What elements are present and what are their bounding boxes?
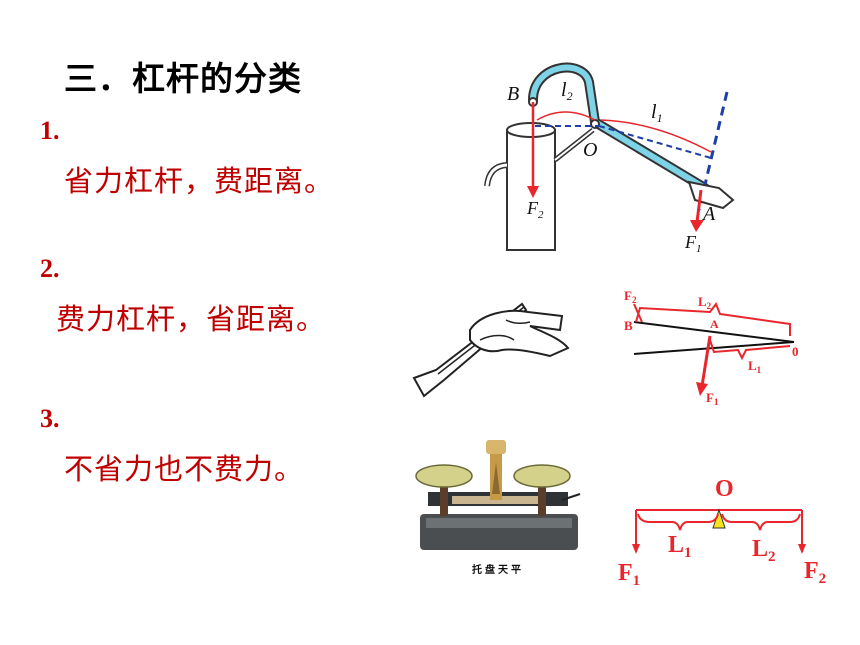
svg-text:F2: F2 (804, 558, 826, 587)
item-2-text: 费力杠杆，省距离。 (56, 302, 327, 336)
svg-text:A: A (710, 317, 719, 331)
tweezer-label-f2: F (624, 288, 632, 303)
tweezer-label-a: A (710, 317, 719, 331)
tweezer-label-f1: F (706, 390, 714, 405)
tweezer-label-l2: L (698, 294, 707, 309)
item-1-text: 省力杠杆，费距离。 (64, 164, 335, 198)
pump-label-a: A (701, 203, 716, 225)
svg-text:L2: L2 (752, 536, 776, 565)
l2-brace (536, 111, 596, 121)
svg-text:F2: F2 (526, 198, 544, 221)
svg-text:F1: F1 (706, 390, 719, 407)
pump-label-f1: F (684, 232, 697, 252)
svg-text:A: A (701, 203, 716, 225)
tweezer-label-o: 0 (792, 344, 799, 359)
svg-text:F2: F2 (624, 288, 637, 305)
svg-text:l1: l1 (651, 101, 663, 125)
balance-pan-left (415, 464, 473, 488)
balance-label-o: O (715, 476, 734, 502)
equal-arm-lever-diagram: O L1 L2 F1 F2 (618, 476, 826, 589)
svg-text:O: O (583, 139, 597, 161)
pump-label-o: O (583, 139, 597, 161)
tweezer-label-l1: L (748, 358, 757, 373)
pump-label-l2-sub: 2 (567, 89, 573, 103)
l1-brace (600, 119, 712, 153)
tweezer-label-b: B (624, 318, 633, 333)
tweezer-label-l1-sub: 1 (757, 365, 762, 375)
tweezer-label-l2-sub: 2 (707, 301, 712, 311)
svg-text:L1: L1 (668, 532, 692, 561)
balance-caption: 托盘天平 (472, 563, 524, 576)
tweezer-label-f2-sub: 2 (632, 295, 637, 305)
svg-text:托盘天平: 托盘天平 (472, 563, 524, 576)
pump-label-b: B (507, 83, 519, 105)
balance-label-f1: F (618, 560, 633, 586)
pump-lever-figure: B O A l2 l1 F2 F1 (484, 62, 735, 255)
slide-title: 三．杠杆的分类 (64, 59, 302, 98)
svg-text:L2: L2 (698, 294, 712, 311)
svg-text:B: B (624, 318, 633, 333)
tweezers-lever-diagram: F2 L2 B A 0 L1 F1 (624, 288, 799, 407)
svg-text:O: O (715, 476, 734, 502)
svg-text:0: 0 (792, 344, 799, 359)
svg-text:l2: l2 (561, 79, 573, 103)
item-3-number: 3. (40, 404, 60, 433)
svg-text:F1: F1 (684, 232, 702, 255)
pump-label-l1: l (651, 101, 657, 123)
pump-label-l2: l (561, 79, 567, 101)
balance-label-l1-sub: 1 (684, 545, 692, 561)
balance-pan-right (513, 464, 571, 488)
svg-text:F1: F1 (618, 560, 640, 589)
hand (687, 180, 735, 210)
pump-label-f2-sub: 2 (538, 209, 544, 221)
item-1-number: 1. (40, 116, 60, 145)
pump-label-f1-sub: 1 (696, 243, 702, 255)
pump-label-l1-sub: 1 (657, 111, 663, 125)
svg-text:B: B (507, 83, 519, 105)
balance-label-f1-sub: 1 (633, 573, 641, 589)
balance-label-l2-sub: 2 (768, 549, 776, 565)
svg-text:L1: L1 (748, 358, 762, 375)
item-3-text: 不省力也不费力。 (64, 452, 305, 486)
balance-label-f2: F (804, 558, 819, 584)
item-2-number: 2. (40, 254, 60, 283)
balance-photo: 托盘天平 (412, 432, 584, 576)
tweezer-label-f1-sub: 1 (714, 397, 719, 407)
balance-label-f2-sub: 2 (819, 571, 827, 587)
tweezers-hand-figure (412, 302, 570, 398)
balance-label-l2: L (752, 536, 768, 562)
hand-sketch (469, 309, 570, 358)
balance-label-l1: L (668, 532, 684, 558)
pump-label-f2: F (526, 198, 539, 218)
